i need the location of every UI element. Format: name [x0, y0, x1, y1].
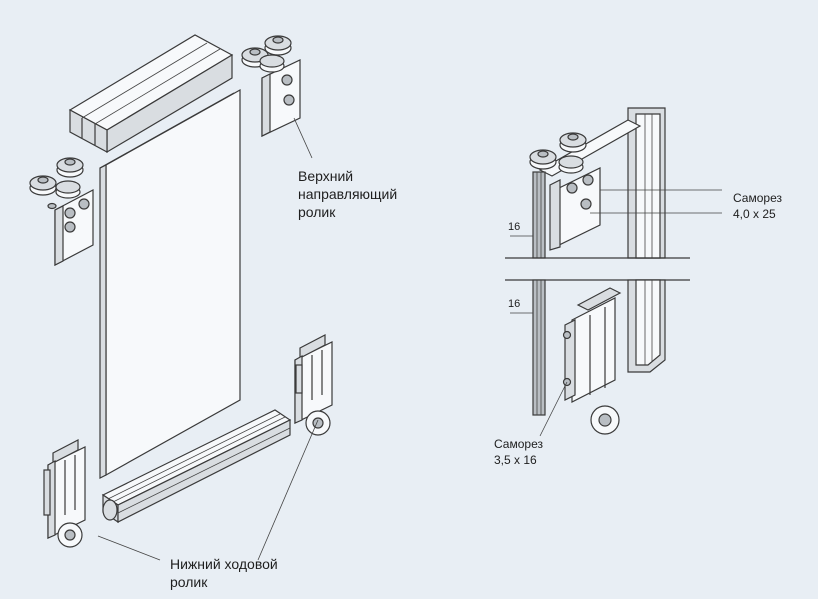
bottom-roller-unit-left	[43, 439, 86, 548]
door-panel	[99, 88, 241, 479]
assembled-top-detail	[529, 107, 666, 259]
bottom-guide-rail	[101, 409, 292, 524]
screw-bottom-label: Саморез 3,5 x 16	[494, 437, 543, 467]
leader-lines	[97, 117, 722, 561]
top-guide-rail	[68, 34, 234, 154]
top-roller-label: Верхний направляющий ролик	[298, 168, 398, 220]
bottom-roller-unit	[294, 334, 333, 436]
top-roller-unit-left	[29, 157, 94, 266]
bottom-roller-label: Нижний ходовой ролик	[170, 556, 278, 590]
assembled-bottom-detail	[532, 279, 666, 435]
screw-top-label: Саморез 4,0 x 25	[733, 191, 782, 221]
section-break-lines	[505, 257, 690, 281]
top-roller-unit	[241, 35, 301, 137]
dimension-bottom: 16	[508, 298, 521, 310]
dimension-top: 16	[508, 221, 521, 233]
